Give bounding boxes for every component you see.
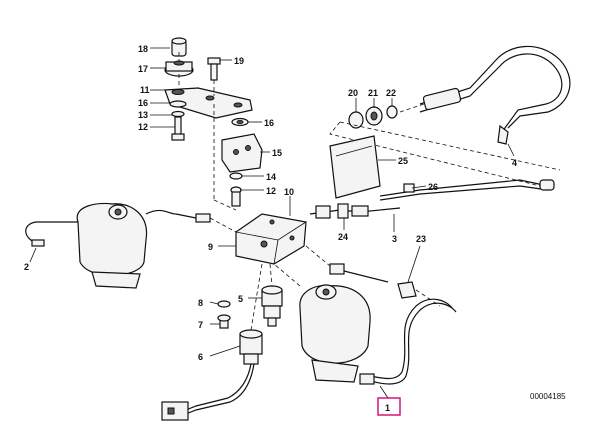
right-accumulator <box>273 245 457 385</box>
callout-16a: 16 <box>138 98 148 108</box>
pressure-switch <box>217 263 283 329</box>
callout-3: 3 <box>392 234 397 244</box>
callout-1: 1 <box>385 403 390 413</box>
sensor-with-cable <box>161 263 263 421</box>
callout-9: 9 <box>208 242 213 252</box>
callout-19: 19 <box>234 56 244 66</box>
callout-17: 17 <box>138 64 148 74</box>
callout-13: 13 <box>138 110 148 120</box>
callout-16b: 16 <box>264 118 274 128</box>
callout-8: 8 <box>198 298 203 308</box>
callout-5: 5 <box>238 294 243 304</box>
callout-7: 7 <box>198 320 203 330</box>
callout-12b: 12 <box>266 186 276 196</box>
callout-21: 21 <box>368 88 378 98</box>
callout-15: 15 <box>272 148 282 158</box>
callout-2: 2 <box>24 262 29 272</box>
leader-lines <box>29 47 515 399</box>
left-accumulator <box>25 202 237 289</box>
callout-14: 14 <box>266 172 276 182</box>
callout-4: 4 <box>512 158 517 168</box>
callout-6: 6 <box>198 352 203 362</box>
callout-18: 18 <box>138 44 148 54</box>
callout-11: 11 <box>140 85 150 95</box>
callout-24: 24 <box>338 232 348 242</box>
right-bracket <box>309 135 555 219</box>
callout-20: 20 <box>348 88 358 98</box>
bracket-assembly <box>164 37 263 211</box>
callout-1-highlight-box <box>377 397 401 416</box>
callout-23: 23 <box>416 234 426 244</box>
top-right-hoses <box>329 45 571 187</box>
callout-26: 26 <box>428 182 438 192</box>
callout-22: 22 <box>386 88 396 98</box>
callout-10: 10 <box>284 187 294 197</box>
reference-number: 00004185 <box>530 392 566 401</box>
callout-12a: 12 <box>138 122 148 132</box>
valve-block <box>235 213 307 265</box>
callout-25: 25 <box>398 156 408 166</box>
